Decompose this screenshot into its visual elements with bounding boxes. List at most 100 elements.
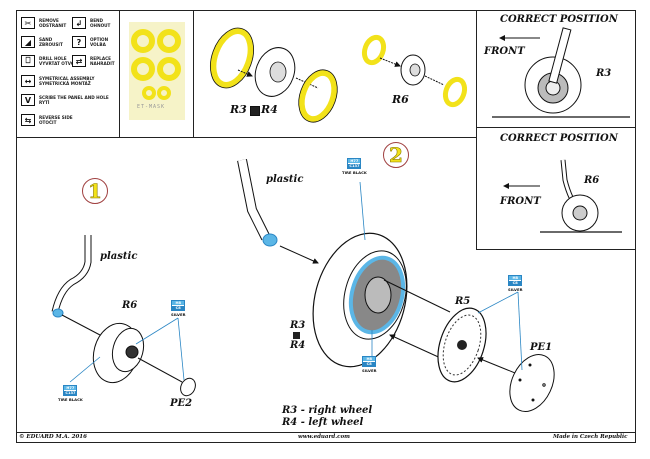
tail-wheel-hub	[409, 63, 421, 77]
disc-pe2	[180, 377, 196, 397]
part-label-pe2: PE2	[170, 398, 193, 409]
wheel-note-line1: R3 - right wheel	[282, 405, 373, 416]
wheel-note-line2: R4 - left wheel	[282, 417, 364, 428]
main-strut-plastic-fill	[238, 159, 270, 240]
part-label-r3: R3	[596, 68, 612, 79]
legend-text: REPLACE NAHRADIT	[90, 56, 115, 66]
mask-ring	[131, 57, 155, 81]
symmetrical-assembly-icon: ↔	[21, 75, 35, 87]
mask-ring-small	[142, 86, 156, 100]
mask-ring-large	[210, 28, 254, 88]
tail-wheel-hub	[125, 345, 139, 359]
paint-leader	[177, 317, 185, 381]
assembly-arrow	[379, 57, 401, 67]
part-label-r6: R6	[122, 300, 138, 311]
drill-hole-icon: ⎕	[21, 55, 35, 67]
disc-hole	[518, 378, 522, 382]
disc-hole	[528, 363, 532, 367]
step-number-1: 1	[82, 178, 108, 204]
part-label-r5: R5	[455, 296, 471, 307]
legend-text: OPTION VOLBA	[90, 37, 109, 47]
mask-label-r3: R3	[230, 103, 247, 116]
assembly-arrow	[477, 357, 521, 376]
legend-text: SCRIBE THE PANEL AND HOLE RYTÍ	[39, 95, 109, 105]
paint-leader	[135, 317, 179, 345]
legend-text: REMOVE ODSTRANIT	[39, 18, 67, 28]
option-icon: ?	[72, 36, 86, 48]
tail-strut-plastic-fill	[52, 235, 91, 313]
assembly-arrow	[424, 75, 445, 86]
main-wheel-hub	[269, 61, 287, 83]
legend-item-symmetrical: ↔ SYMETRICAL ASSEMBLY SYMETRICKÁ MONTÁŽ	[21, 75, 95, 87]
plastic-label: plastic	[266, 174, 304, 185]
legend-item-bend: ↲ BEND OHNOUT	[72, 17, 110, 29]
hub-r5-center	[457, 340, 467, 350]
part-label-r3: R3	[290, 320, 306, 331]
mask-ring	[157, 29, 181, 53]
legend-text: SYMETRICAL ASSEMBLY SYMETRICKÁ MONTÁŽ	[39, 76, 95, 86]
plastic-label: plastic	[100, 251, 138, 262]
disc-pe1	[509, 354, 555, 412]
reverse-side-icon: ⇆	[21, 114, 35, 126]
legend-text: SAND ZBROUSIT	[39, 37, 63, 47]
main-wheel-side-hub	[545, 80, 561, 96]
mask-sheet: ET-MASK	[129, 22, 185, 120]
assembly-arrow	[279, 245, 319, 264]
assembly-line	[61, 314, 101, 336]
mask-ring-medium	[442, 76, 468, 108]
paint-leader	[477, 291, 519, 314]
paint-leader	[359, 181, 366, 241]
open-hole-icon: V	[21, 94, 35, 106]
assembly-arrow	[389, 334, 446, 361]
either-icon	[250, 106, 260, 116]
mask-ring	[157, 57, 181, 81]
hub-r5-spokes	[442, 314, 482, 376]
copyright: © EDUARD M.A. 2016	[19, 434, 87, 440]
footer-bar	[16, 432, 636, 443]
disc-hole	[542, 383, 546, 387]
mask-ring	[131, 29, 155, 53]
legend-item-sand: ◢ SAND ZBROUSIT	[21, 36, 63, 48]
legend-text: BEND OHNOUT	[90, 18, 111, 28]
paint-leader	[69, 356, 101, 383]
part-label-r4: R4	[290, 340, 306, 351]
mask-ring-large	[298, 69, 338, 123]
made-in: Made in Czech Republic	[553, 434, 628, 440]
mask-label-r4: R4	[261, 103, 278, 116]
replace-icon: ⇄	[72, 55, 86, 67]
mask-ring-medium	[361, 34, 387, 66]
bend-icon: ↲	[72, 17, 86, 29]
correct-position-title: CORRECT POSITION	[500, 14, 618, 25]
mask-sheet-caption: ET-MASK	[137, 104, 166, 110]
assembly-line	[137, 357, 183, 383]
correct-position-title: CORRECT POSITION	[500, 133, 618, 144]
legend-item-drill-hole: ⎕ DRILL HOLE VYVRTAT OTVOR	[21, 55, 78, 67]
mask-ring-large-outline	[210, 27, 254, 89]
main-axle-blue	[262, 233, 278, 247]
assembly-arrow	[237, 69, 253, 77]
assembly-line	[383, 279, 451, 313]
tail-axle-blue	[52, 308, 64, 318]
either-icon	[293, 332, 300, 339]
main-wheel-hub	[364, 276, 392, 314]
step-number-2: 2	[383, 142, 409, 168]
website: www.eduard.com	[298, 434, 350, 440]
part-label-pe1: PE1	[530, 342, 553, 353]
legend-item-reverse: ⇆ REVERSE SIDE OTOČIT	[21, 114, 73, 126]
legend-text: DRILL HOLE VYVRTAT OTVOR	[39, 56, 78, 66]
main-strut	[548, 27, 572, 84]
mask-ring-large-outline	[298, 69, 338, 123]
front-label: FRONT	[500, 196, 541, 207]
front-label: FRONT	[484, 46, 525, 57]
mask-label-r6: R6	[392, 93, 409, 106]
disc-hole	[531, 398, 535, 402]
legend-item-remove: ✂ REMOVE ODSTRANIT	[21, 17, 66, 29]
legend-item-scribe: V SCRIBE THE PANEL AND HOLE RYTÍ	[21, 94, 109, 106]
sand-icon: ◢	[21, 36, 35, 48]
legend-item-replace: ⇄ REPLACE NAHRADIT	[72, 55, 115, 67]
